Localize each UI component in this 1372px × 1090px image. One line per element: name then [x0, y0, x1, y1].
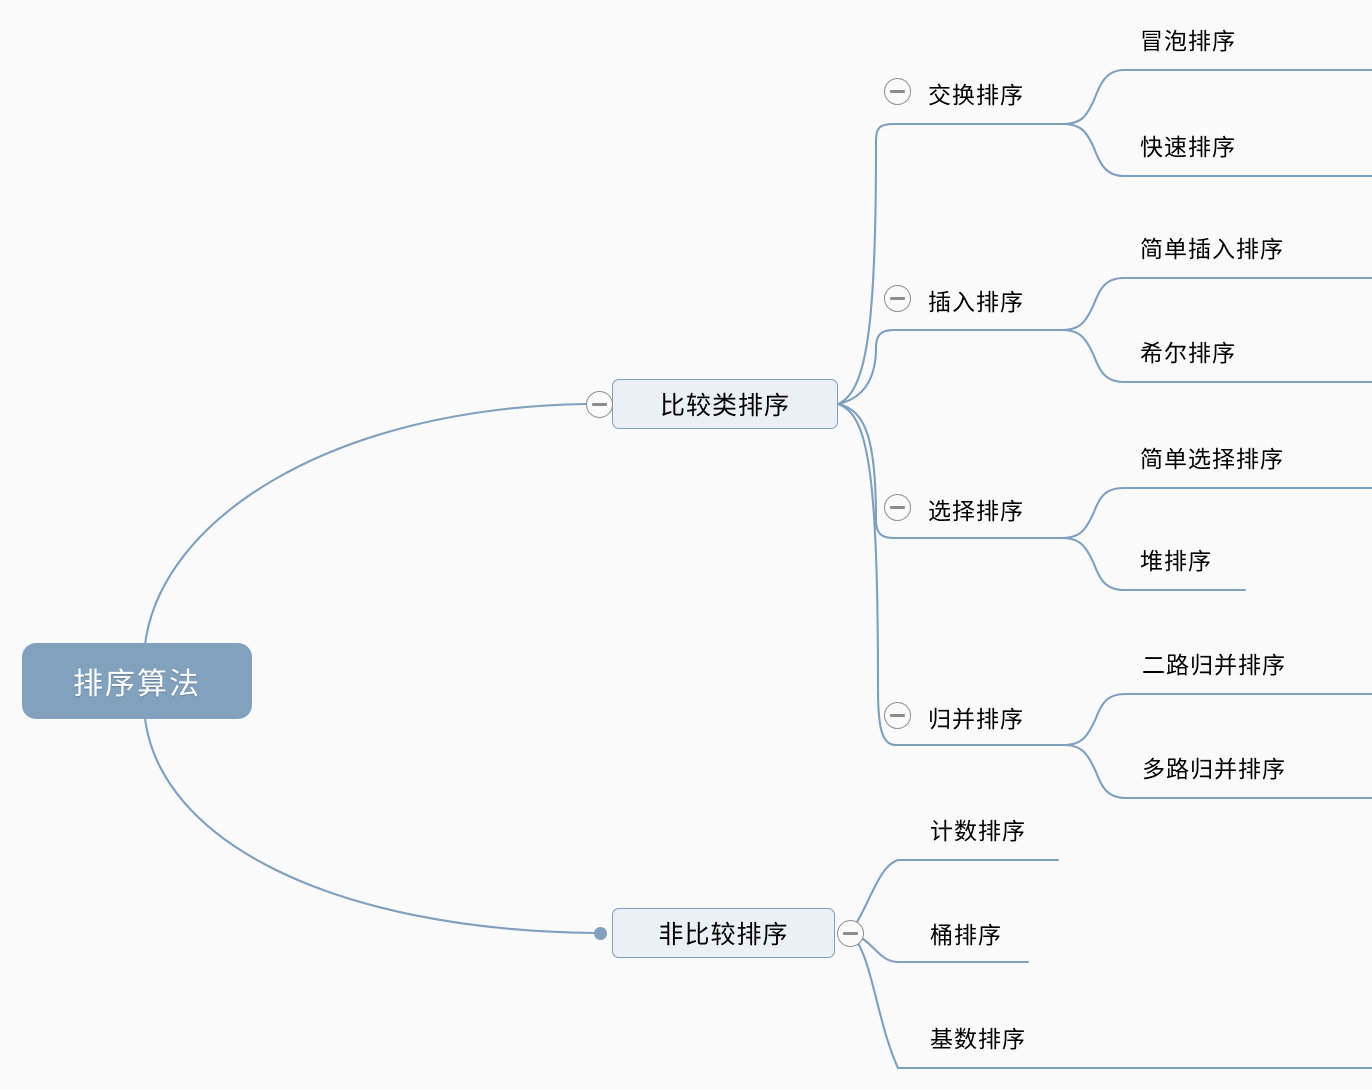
edge-comparison-to-exchange	[836, 122, 896, 406]
edge-insertion-to-shell	[892, 328, 1372, 384]
edge-comparison-to-selection	[836, 402, 896, 540]
branch-node-comparison[interactable]: 比较类排序	[612, 379, 838, 429]
edge-merge-to-multiway	[894, 743, 1372, 800]
collapse-toggle-insertion[interactable]	[884, 285, 911, 312]
leaf-label-twoway-merge-sort[interactable]: 二路归并排序	[1142, 653, 1286, 678]
leaf-label-bubble-sort[interactable]: 冒泡排序	[1140, 29, 1236, 54]
leaf-label-shell-sort[interactable]: 希尔排序	[1140, 341, 1236, 366]
edge-noncomparison-to-radix	[848, 931, 1372, 1070]
collapse-toggle-exchange[interactable]	[884, 78, 911, 105]
edge-comparison-to-insertion	[836, 328, 896, 406]
leaf-label-counting-sort[interactable]: 计数排序	[930, 819, 1026, 844]
group-label-selection[interactable]: 选择排序	[928, 499, 1024, 524]
collapse-toggle-noncomparison[interactable]	[837, 920, 864, 947]
edge-root-to-noncomparison	[143, 716, 597, 935]
collapse-toggle-selection[interactable]	[884, 494, 911, 521]
collapse-toggle-comparison[interactable]	[586, 391, 613, 418]
leaf-label-simple-selection-sort[interactable]: 简单选择排序	[1140, 447, 1284, 472]
group-label-insertion[interactable]: 插入排序	[928, 290, 1024, 315]
edge-root-to-comparison	[143, 402, 588, 647]
connector-dot-noncomparison	[594, 927, 607, 940]
leaf-label-quick-sort[interactable]: 快速排序	[1140, 135, 1236, 160]
group-label-merge[interactable]: 归并排序	[928, 707, 1024, 732]
branch-node-noncomparison-label: 非比较排序	[658, 922, 789, 949]
edge-exchange-to-quick	[892, 122, 1372, 178]
root-node[interactable]: 排序算法	[22, 643, 252, 719]
collapse-toggle-merge[interactable]	[884, 702, 911, 729]
leaf-label-heap-sort[interactable]: 堆排序	[1140, 549, 1212, 574]
leaf-label-simple-insertion-sort[interactable]: 简单插入排序	[1140, 237, 1284, 262]
branch-node-noncomparison[interactable]: 非比较排序	[612, 908, 835, 958]
leaf-label-multiway-merge-sort[interactable]: 多路归并排序	[1142, 757, 1286, 782]
edge-comparison-to-merge	[836, 402, 898, 747]
leaf-label-bucket-sort[interactable]: 桶排序	[930, 923, 1002, 948]
leaf-label-radix-sort[interactable]: 基数排序	[930, 1027, 1026, 1052]
group-label-exchange[interactable]: 交换排序	[928, 83, 1024, 108]
root-node-label: 排序算法	[73, 668, 201, 701]
branch-node-comparison-label: 比较类排序	[659, 393, 790, 420]
